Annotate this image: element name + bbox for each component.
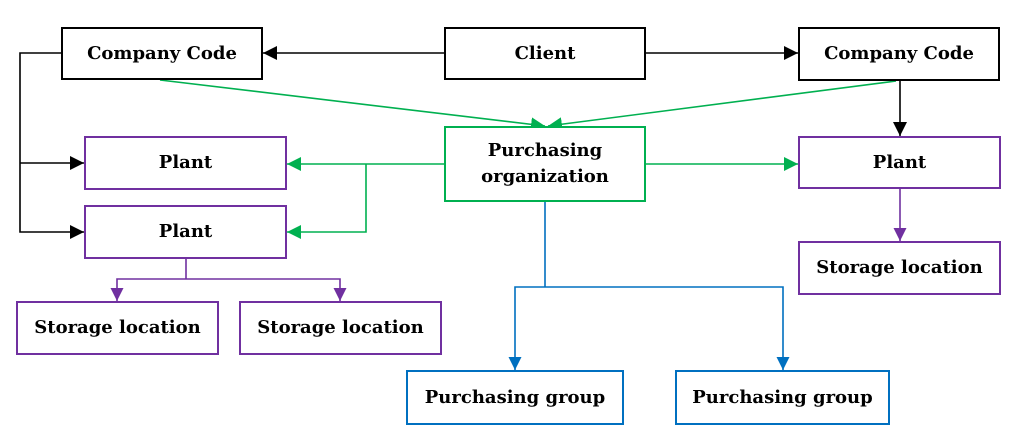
arrow-plant-left-to-storage-location-1 (110, 278, 186, 301)
node-storage-location-left-2-label: Storage location (257, 317, 424, 338)
node-plant-left-bottom-label: Plant (158, 221, 213, 242)
arrow-purchasing-org-to-purchasing-group-1 (508, 286, 545, 370)
node-purchasing-group-2-label: Purchasing group (692, 386, 873, 408)
arrow-purchasing-org-to-purchasing-group-2 (545, 286, 790, 370)
node-storage-location-right-label: Storage location (816, 257, 983, 278)
node-plant-left-bottom: Plant (84, 205, 287, 259)
arrow-purchasing-org-to-plant-left-bottom (287, 164, 367, 239)
node-purchasing-group-1: Purchasing group (406, 370, 624, 425)
node-purchasing-organization: Purchasing organization (444, 126, 646, 202)
connector-company-code-left-to-plants (19, 52, 84, 239)
node-plant-right: Plant (798, 136, 1001, 189)
arrow-company-code-right-to-purchasing-org (547, 80, 897, 132)
node-client: Client (444, 27, 646, 80)
node-storage-location-left-2: Storage location (239, 301, 442, 355)
arrow-company-code-left-to-purchasing-org (159, 79, 546, 132)
node-company-code-left-label: Company Code (87, 42, 237, 64)
node-storage-location-left-1-label: Storage location (34, 317, 201, 338)
node-storage-location-left-1: Storage location (16, 301, 219, 355)
node-client-label: Client (514, 42, 576, 64)
node-purchasing-group-2: Purchasing group (675, 370, 890, 425)
node-plant-left-top-label: Plant (158, 152, 213, 173)
node-purchasing-organization-label: Purchasing organization (481, 140, 609, 187)
node-storage-location-right: Storage location (798, 241, 1001, 295)
node-purchasing-group-1-label: Purchasing group (424, 386, 606, 408)
node-company-code-right: Company Code (798, 27, 1000, 81)
node-plant-right-label: Plant (872, 151, 927, 173)
arrow-plant-left-to-storage-location-2 (186, 278, 347, 301)
node-company-code-right-label: Company Code (824, 43, 974, 64)
node-plant-left-top: Plant (84, 136, 287, 190)
node-company-code-left: Company Code (61, 27, 263, 80)
